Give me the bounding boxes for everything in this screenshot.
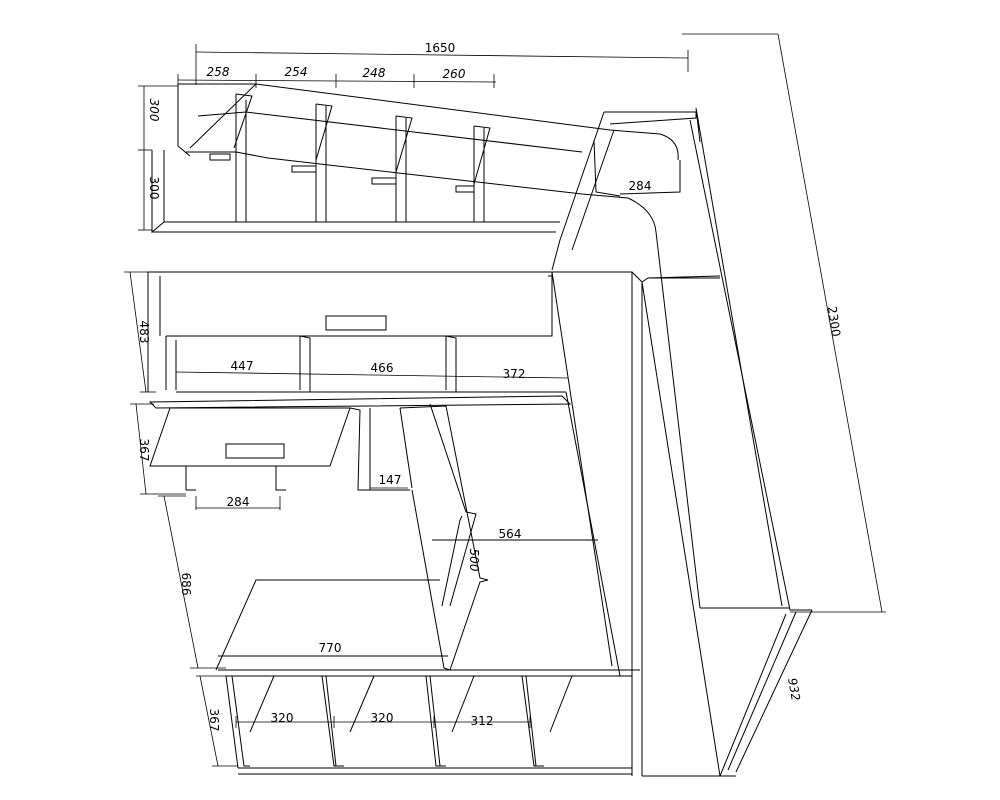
- label-desk-height: 367: [137, 439, 151, 462]
- label-top-col-2: 254: [285, 65, 308, 79]
- label-side-shelf-depth: 284: [629, 179, 652, 193]
- label-top-col-4: 260: [443, 67, 466, 81]
- drawer-handle: [325, 315, 387, 331]
- label-drawer-height: 483: [137, 321, 151, 344]
- label-desk-side-h: 500: [467, 549, 481, 572]
- label-desk-width: 770: [319, 641, 342, 655]
- label-bottom-col-2: 320: [371, 711, 394, 725]
- wardrobe-tall: [551, 107, 813, 777]
- label-bottom-height: 367: [207, 709, 221, 732]
- label-desk-side-depth: 564: [499, 527, 522, 541]
- label-desk-gap: 147: [379, 473, 402, 487]
- label-desk-span: 686: [179, 573, 193, 596]
- dim-overall-width: [195, 44, 689, 85]
- bottom-unit: [218, 669, 640, 775]
- dim-bottom-height: [196, 675, 238, 767]
- desk-surface: [215, 579, 448, 671]
- label-top-shelf-h2: 300: [147, 177, 161, 200]
- label-top-col-1: 258: [207, 65, 230, 79]
- desk-side-panel: [399, 403, 598, 671]
- dim-desk-leg-width: [195, 496, 281, 510]
- upper-shelf-unit: [151, 83, 697, 271]
- dim-overall-height: [682, 33, 886, 613]
- label-bottom-col-1: 320: [271, 711, 294, 725]
- desk-drawer-handle: [225, 443, 285, 459]
- dim-mid-columns: [175, 366, 569, 382]
- dim-desk-height: [130, 403, 186, 495]
- label-depth: 932: [785, 677, 803, 702]
- label-desk-leg-width: 284: [227, 495, 250, 509]
- desk-board: [148, 395, 572, 491]
- label-bottom-col-3: 312: [471, 714, 494, 728]
- label-top-col-3: 248: [363, 66, 386, 80]
- label-top-shelf-h1: 300: [147, 99, 161, 122]
- label-mid-col-3: 372: [503, 367, 526, 381]
- label-overall-height: 2300: [825, 305, 843, 337]
- dim-top-columns: [177, 74, 497, 88]
- label-mid-col-2: 466: [371, 361, 394, 375]
- label-mid-col-1: 447: [231, 359, 254, 373]
- dim-desk-span: [158, 495, 226, 669]
- dim-bottom-columns: [235, 716, 531, 728]
- dim-top-heights: [138, 85, 178, 231]
- label-overall-width: 1650: [425, 41, 456, 55]
- dim-drawer-height: [124, 271, 156, 393]
